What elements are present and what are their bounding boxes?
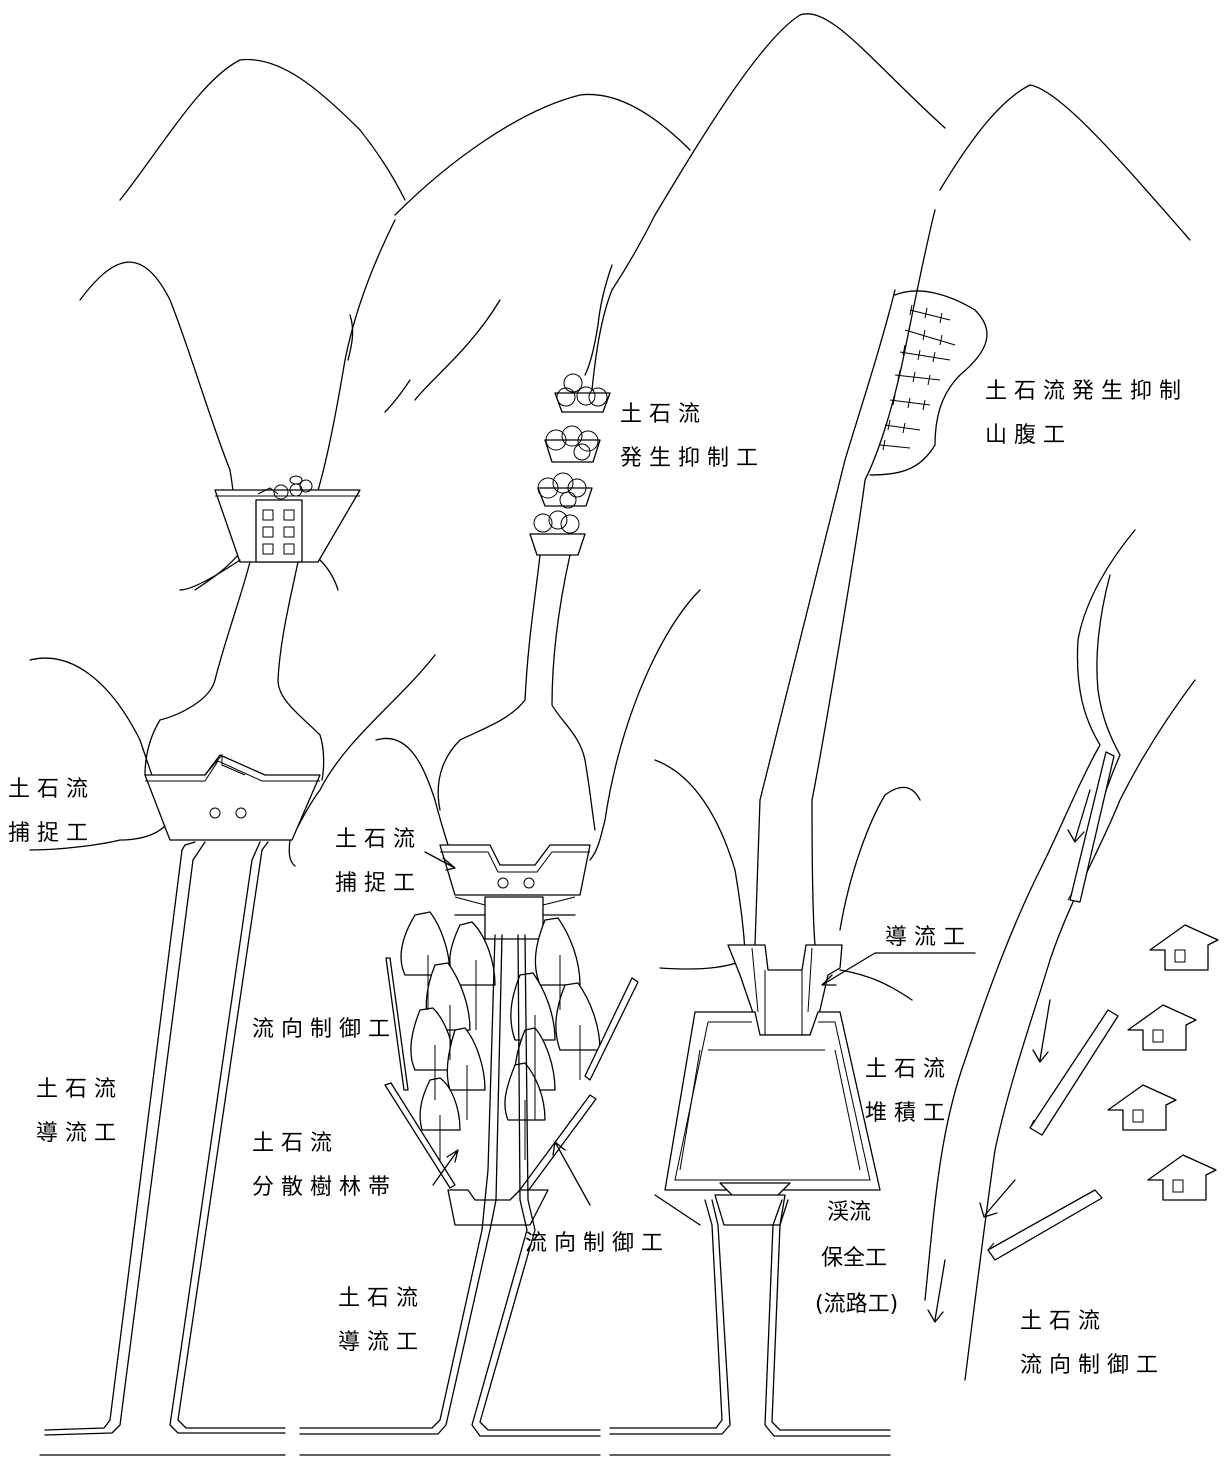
label-line: 流向制御工 xyxy=(1020,1353,1166,1378)
flow-arrow-4 xyxy=(927,1259,946,1323)
step-dam-3 xyxy=(537,487,593,507)
label-line: 土石流 xyxy=(620,402,708,427)
label-line: 土石流発生抑制 xyxy=(985,379,1189,404)
label-flow-dir-right: 土石流流向制御工 xyxy=(1020,1300,1165,1388)
label-line: 土石流 xyxy=(338,1286,426,1311)
label-capture-center: 土石流捕捉工 xyxy=(335,818,422,906)
label-guide-right: 導流工 xyxy=(885,925,973,950)
label-line: 分散樹林帯 xyxy=(252,1175,398,1200)
label-line: 堆積工 xyxy=(865,1101,953,1126)
dispersion-forest-trees xyxy=(400,911,601,1170)
label-capture-left: 土石流捕捉工 xyxy=(8,768,95,856)
deposition-basin xyxy=(664,1011,881,1191)
left-valley-slope-left xyxy=(79,261,239,591)
label-flow-dir-upper: 流向制御工 xyxy=(252,1017,398,1042)
label-line: 土石流 xyxy=(865,1057,953,1082)
mountain-ridge-left xyxy=(119,58,406,201)
flow-control-wall-left-upper xyxy=(385,957,409,1091)
step-dam-4 xyxy=(529,533,586,556)
label-guide-center: 土石流導流工 xyxy=(338,1277,425,1365)
houses xyxy=(1107,924,1219,1201)
center-guide-channel xyxy=(299,934,601,1456)
flow-control-levee-3 xyxy=(987,1189,1103,1261)
flow-arrow-1 xyxy=(1067,789,1091,843)
mountain-ridge-center xyxy=(394,93,691,216)
label-line: 山腹工 xyxy=(985,423,1073,448)
center-capture-dam xyxy=(439,844,591,896)
label-gen-suppress: 土石流発生抑制工 xyxy=(620,393,765,481)
label-line: 導流工 xyxy=(36,1121,124,1146)
label-gen-suppress-hillside: 土石流発生抑制山腹工 xyxy=(985,370,1188,458)
leader-flow-dir xyxy=(552,1141,591,1206)
flow-control-wall-left-lower xyxy=(384,1082,456,1189)
mountain-ridge-right xyxy=(654,13,946,216)
label-line: (流路工) xyxy=(815,1292,899,1317)
leader-forest xyxy=(432,1149,459,1186)
label-stream-conservation: 渓流保全工 (流路工) xyxy=(815,1190,898,1328)
label-line: 発生抑制工 xyxy=(620,446,766,471)
label-line: 渓流 xyxy=(827,1200,872,1225)
left-valley-slope-right xyxy=(312,219,396,591)
mountain-ridge-far-right xyxy=(939,84,1191,241)
label-line: 捕捉工 xyxy=(8,821,96,846)
label-guide-left: 土石流導流工 xyxy=(36,1068,123,1156)
leader-guide-right xyxy=(821,952,976,986)
boulders xyxy=(533,373,608,534)
leader-capture-center xyxy=(424,851,456,871)
label-line: 導流工 xyxy=(338,1330,426,1355)
flow-control-wall-right-upper xyxy=(584,977,639,1081)
flow-arrow-3 xyxy=(979,1179,1016,1218)
label-line: 捕捉工 xyxy=(335,871,423,896)
step-dam-2 xyxy=(544,439,601,463)
label-line: 土石流 xyxy=(252,1131,340,1156)
stream-conservation-channel xyxy=(609,1199,891,1456)
label-flow-dir-lower: 流向制御工 xyxy=(525,1231,671,1256)
label-line: 土石流 xyxy=(1020,1309,1108,1334)
dam-apron xyxy=(484,896,544,940)
label-line: 土石流 xyxy=(36,1077,124,1102)
step-dam-1 xyxy=(554,392,611,413)
label-deposit: 土石流堆積工 xyxy=(865,1048,952,1136)
label-line: 土石流 xyxy=(335,827,423,852)
flow-arrow-2 xyxy=(1032,999,1051,1063)
hillside-works xyxy=(869,290,988,476)
left-guide-channel xyxy=(39,841,286,1456)
flow-control-levee-2 xyxy=(1029,1009,1119,1136)
label-line: 保全工 xyxy=(821,1246,888,1271)
flow-control-levee-1 xyxy=(1069,751,1115,903)
label-dispersion-forest: 土石流分散樹林帯 xyxy=(252,1122,397,1210)
label-line: 土石流 xyxy=(8,777,96,802)
